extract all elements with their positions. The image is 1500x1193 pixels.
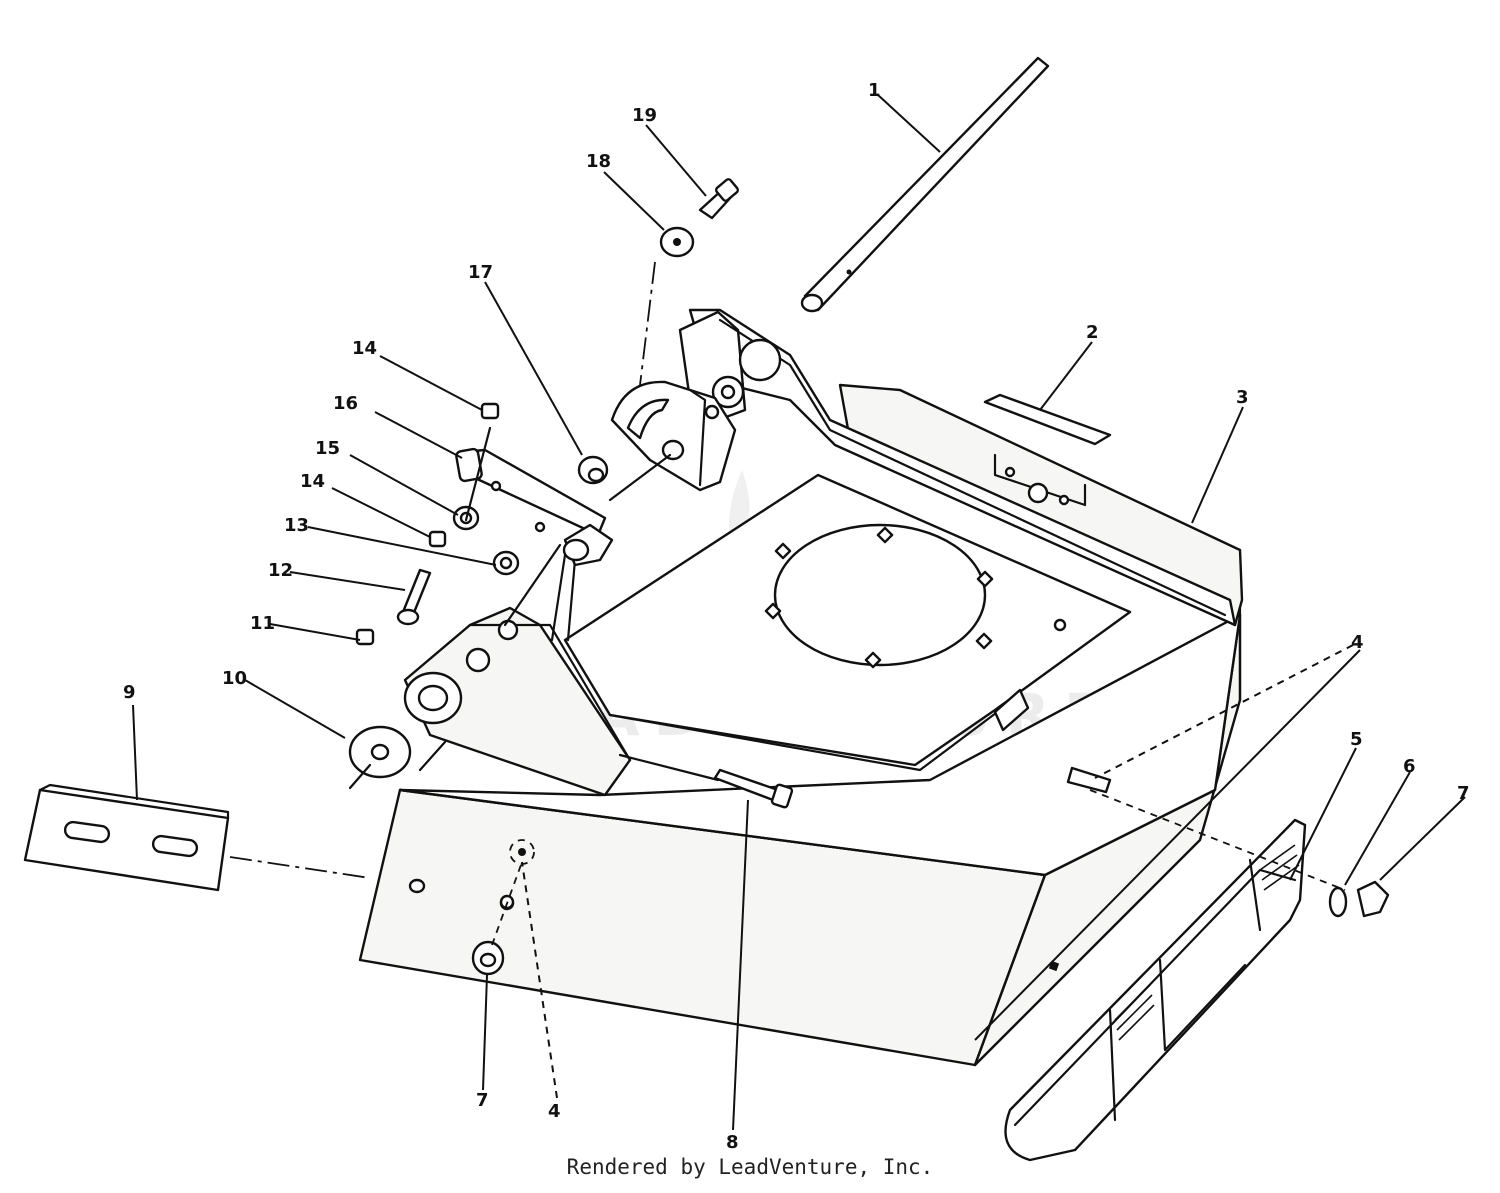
deck-housing <box>358 598 1242 1067</box>
callout-4: 4 <box>1351 632 1364 653</box>
callout-14: 14 <box>300 471 325 492</box>
callout-3: 3 <box>1236 387 1249 408</box>
callout-2: 2 <box>1086 322 1099 343</box>
leader-lines <box>132 94 1466 1131</box>
callout-17: 17 <box>468 262 493 283</box>
callout-4: 4 <box>548 1101 561 1122</box>
pivot-bracket <box>403 553 632 797</box>
callout-1: 1 <box>868 80 881 101</box>
link-arm <box>455 447 614 567</box>
deck-hole <box>408 878 426 894</box>
callout-9: 9 <box>123 682 136 703</box>
callout-7: 7 <box>1457 783 1470 804</box>
callout-11: 11 <box>250 613 275 634</box>
callout-18: 18 <box>586 151 611 172</box>
callout-8: 8 <box>726 1132 739 1153</box>
part-handle-rod <box>800 56 1050 313</box>
assembly-guide-lines <box>229 261 1346 946</box>
callout-14: 14 <box>352 338 377 359</box>
callout-16: 16 <box>333 393 358 414</box>
callout-6: 6 <box>1403 756 1416 777</box>
footer-credit: Rendered by LeadVenture, Inc. <box>566 1155 934 1179</box>
callout-15: 15 <box>315 438 340 459</box>
idler-bracket <box>610 380 737 492</box>
callout-12: 12 <box>268 560 293 581</box>
callout-19: 19 <box>632 105 657 126</box>
callout-5: 5 <box>1350 729 1363 750</box>
callout-10: 10 <box>222 668 247 689</box>
motor-mount-plate <box>563 473 1132 772</box>
callout-7: 7 <box>476 1090 489 1111</box>
part-label-strip <box>983 393 1112 446</box>
motor-opening <box>773 523 987 667</box>
part-scraper-plate <box>23 783 230 892</box>
callout-13: 13 <box>284 515 309 536</box>
part-rear-skid <box>1004 818 1307 1162</box>
callout-labels: 1 2 3 4 4 5 6 7 7 8 9 10 11 12 13 14 14 … <box>123 80 1470 1153</box>
handle-bracket-channel <box>678 308 1244 627</box>
